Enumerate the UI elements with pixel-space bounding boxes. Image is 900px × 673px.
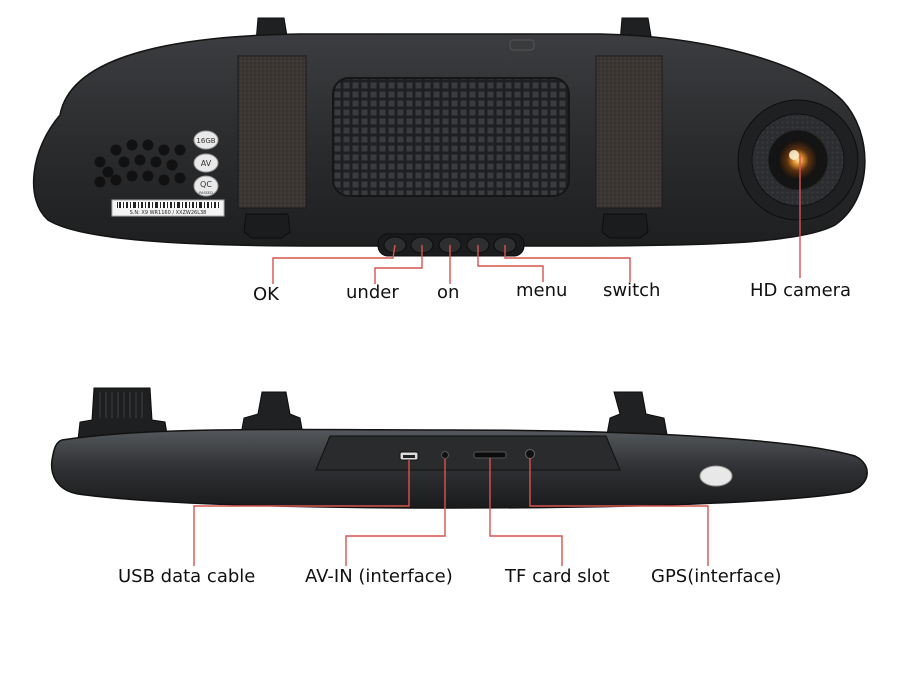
callouts-bottom (193, 458, 709, 566)
qc-badge-subtext: PASSED (199, 191, 213, 195)
serial-number: S.N: X9 WR1160 / XXZW26L38 (130, 210, 207, 216)
label-tf-card-slot: TF card slot (505, 566, 610, 587)
speaker-grille (332, 77, 570, 197)
gps-port[interactable] (525, 449, 535, 459)
av-badge (193, 153, 219, 173)
capacity-badge (193, 130, 219, 150)
label-switch: switch (603, 280, 661, 301)
av-in-port[interactable] (441, 451, 449, 459)
port-panel (315, 435, 621, 471)
label-ok: OK (253, 284, 279, 305)
label-under: under (346, 282, 399, 303)
adhesive-pad-left (237, 55, 307, 209)
callouts-top (272, 155, 801, 284)
label-menu: menu (516, 280, 568, 301)
label-on: on (437, 282, 460, 303)
label-gps-interface: GPS(interface) (651, 566, 782, 587)
tf-card-slot[interactable] (473, 451, 507, 459)
bottom-clip-left (243, 213, 291, 239)
qc-sticker-side (699, 465, 733, 487)
label-av-in: AV-IN (interface) (305, 566, 453, 587)
adhesive-pad-right (595, 55, 663, 209)
usb-port-inner (403, 455, 415, 458)
capacity-badge-text: 16GB (196, 137, 215, 145)
av-badge-text: AV (201, 159, 212, 168)
hd-camera (737, 99, 859, 221)
bottom-clip-right (601, 213, 649, 239)
speaker-holes (94, 139, 186, 188)
knob-ridges (99, 392, 143, 418)
label-usb-data-cable: USB data cable (118, 566, 256, 587)
qc-badge (193, 175, 219, 197)
label-hd-camera: HD camera (750, 280, 852, 301)
model-plate (509, 39, 535, 51)
serial-barcode (116, 202, 220, 208)
qc-badge-text: QC (200, 180, 212, 189)
